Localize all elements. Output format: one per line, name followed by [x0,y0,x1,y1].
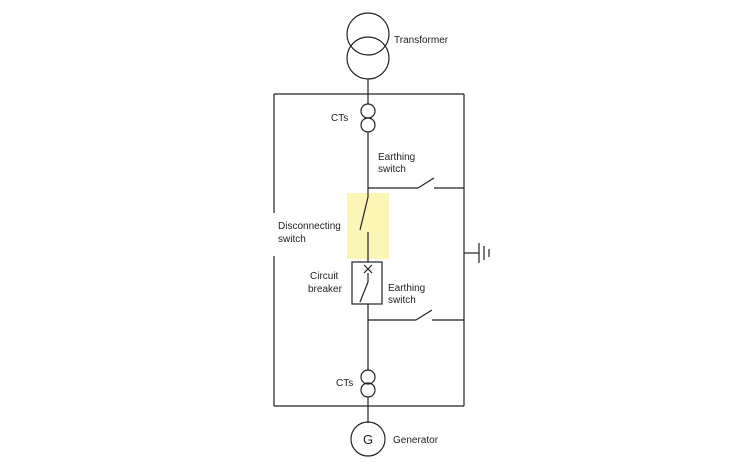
earthing-switch-top-label-2: switch [378,164,406,175]
disconnecting-switch-symbol [359,196,369,262]
generator-label: Generator [393,435,439,446]
ct-top-symbol [360,103,376,133]
generator-symbol-letter: G [363,432,373,447]
earthing-switch-top-label-1: Earthing [378,152,415,163]
cts-top-label: CTs [331,113,348,124]
earthing-switch-top [368,177,464,189]
circuit-breaker-symbol [351,261,383,305]
circuit-breaker-label-2: breaker [308,284,343,295]
circuit-breaker-label-1: Circuit [310,271,339,282]
earthing-switch-bottom-label-2: switch [388,295,416,306]
switchgear-enclosure [273,93,465,407]
transformer-symbol [346,12,390,80]
transformer-label: Transformer [394,35,449,46]
disconnecting-switch-label-1: Disconnecting [278,221,341,232]
cts-bottom-label: CTs [336,378,353,389]
ct-bottom-symbol [360,369,376,398]
earthing-switch-bottom [368,309,464,321]
disconnecting-switch-label-2: switch [278,234,306,245]
earth-ground-icon [464,243,490,263]
generator-symbol [350,421,386,457]
earthing-switch-bottom-label-1: Earthing [388,283,425,294]
